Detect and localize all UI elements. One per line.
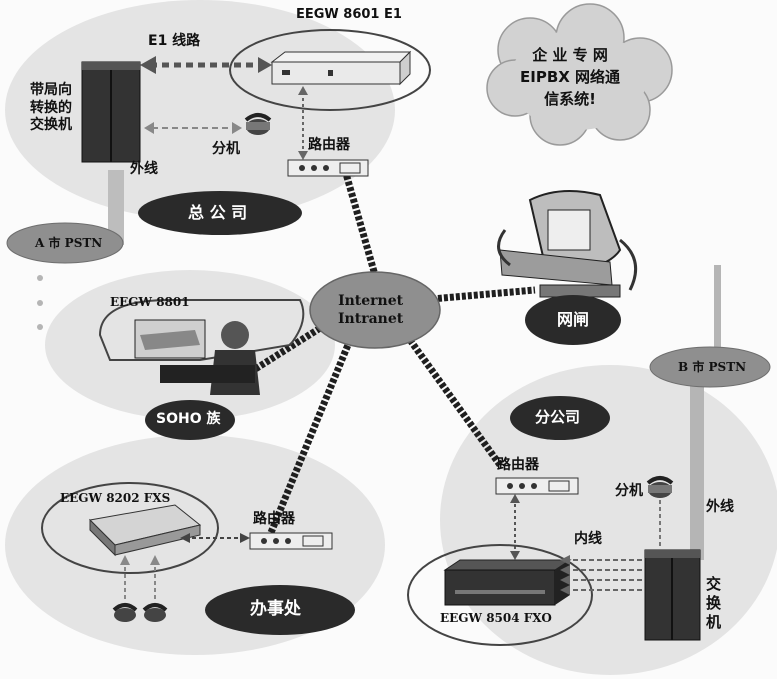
callout-text: 企 业 专 网 EIPBX 网络通 信系统! <box>520 46 621 108</box>
office-router-device <box>249 532 333 550</box>
branch-outside-line-label: 外线 <box>706 499 734 515</box>
soho-name: SOHO 族 <box>156 411 221 427</box>
hq-gateway-label: EEGW 8601 E1 <box>296 7 402 22</box>
branch-router-device <box>495 477 579 495</box>
branch-exchange-label: 交 换 机 <box>706 575 722 631</box>
link-branch <box>407 337 503 468</box>
inside-lines <box>565 559 645 591</box>
hq-extension-phone-icon <box>244 113 272 135</box>
office-router-label: 路由器 <box>253 511 295 527</box>
branch-bubble <box>440 365 777 675</box>
pstn-b-label: B 市 PSTN <box>678 360 747 374</box>
link-hq <box>341 169 379 276</box>
branch-name: 分公司 <box>535 408 581 426</box>
e1-line-label: E1 线路 <box>148 33 201 49</box>
office-phone-icons <box>112 603 168 622</box>
branch-inside-line-label: 内线 <box>574 531 602 547</box>
branch-extension-phone-icon <box>646 476 674 498</box>
hq-exchange-label: 带局向 转换的 交换机 <box>30 82 72 133</box>
hq-extension-label: 分机 <box>212 141 240 157</box>
link-gateway-server <box>419 286 536 304</box>
pstn-a-dots <box>37 275 43 330</box>
hq-device-ring <box>229 29 431 111</box>
hq-gateway-top <box>270 51 412 63</box>
branch-device-ring <box>407 544 593 646</box>
pstn-a-column <box>108 170 124 245</box>
branch-extension-label: 分机 <box>615 483 643 499</box>
soho-name-oval <box>145 400 235 440</box>
branch-gateway-label: EEGW 8504 FXO <box>440 611 552 625</box>
internet-oval <box>309 271 441 349</box>
office-device-ring <box>41 482 219 574</box>
hq-name: 总 公 司 <box>188 203 248 222</box>
hq-gateway-device <box>271 61 401 85</box>
link-office <box>266 338 354 537</box>
office-device-label: EEGW 8202 FXS <box>60 491 171 505</box>
pstn-a-oval <box>6 222 124 264</box>
gateway-server-label: 网闸 <box>557 310 590 329</box>
hq-name-oval <box>138 191 302 235</box>
office-name: 办事处 <box>250 599 301 619</box>
pstn-a-label: A 市 PSTN <box>35 236 103 250</box>
soho-ring <box>98 299 305 361</box>
office-name-oval <box>205 585 355 635</box>
pstn-b-column-top <box>714 265 721 360</box>
hq-outside-line-label: 外线 <box>130 161 158 177</box>
soho-device-label: EEGW 8801 <box>110 295 190 309</box>
branch-exchange-cabinet <box>644 549 701 641</box>
branch-router-label: 路由器 <box>497 457 539 473</box>
gateway-server-computer-icon <box>497 190 638 298</box>
callout-cloud <box>486 3 673 146</box>
branch-gateway-device <box>443 559 572 606</box>
gateway-server-oval <box>525 295 621 345</box>
soho-person-icon <box>134 319 260 395</box>
hq-router-label: 路由器 <box>308 137 350 153</box>
pstn-b-column <box>690 360 704 560</box>
office-gateway-device <box>88 504 202 557</box>
internet-label: Internet Intranet <box>338 293 404 328</box>
branch-name-oval <box>510 396 610 440</box>
hq-router-device <box>287 159 369 177</box>
pstn-b-oval <box>649 346 771 388</box>
